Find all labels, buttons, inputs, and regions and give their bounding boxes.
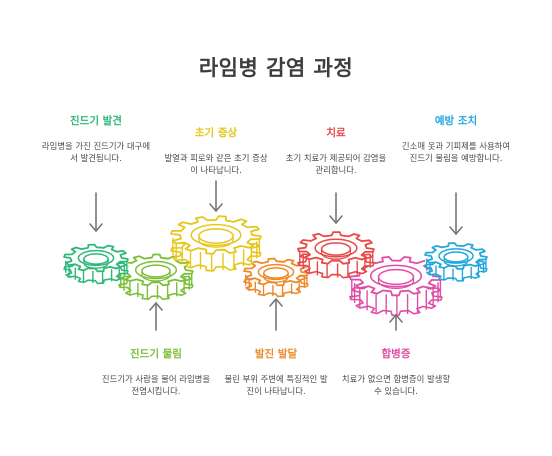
arrow-tick-bite: [149, 301, 163, 331]
stage-desc-complications: 치료가 없으면 합병증이 발생할 수 있습니다.: [341, 374, 451, 396]
arrow-tick-found: [89, 192, 103, 233]
stage-desc-treatment: 초기 치료가 제공되어 감염을 관리합니다.: [285, 153, 387, 175]
stage-desc-tick-found: 라임병을 가진 진드기가 대구에서 발견됩니다.: [41, 141, 151, 163]
stage-desc-rash: 물린 부위 주변에 특징적인 발진이 나타납니다.: [224, 374, 328, 396]
stage-label-complications: 합병증: [381, 348, 411, 360]
stage-desc-prevention: 긴소매 옷과 기피제를 사용하여 진드기 물림을 예방합니다.: [401, 141, 511, 163]
arrow-complications: [389, 313, 403, 331]
diagram-title: 라임병 감염 과정: [198, 56, 354, 80]
stage-label-treatment: 치료: [326, 127, 346, 139]
stage-desc-tick-bite: 진드기가 사람을 물어 라임병을 전염시킵니다.: [101, 374, 211, 396]
gear-prevention: [424, 242, 488, 282]
arrow-treatment: [329, 192, 343, 225]
gear-tick-found: [63, 243, 129, 285]
stage-label-tick-found: 진드기 발견: [70, 115, 122, 127]
stage-desc-early-symptoms: 발열과 피로와 같은 초기 증상이 나타납니다.: [164, 153, 268, 175]
arrow-early-symptoms: [209, 180, 223, 213]
arrows: [89, 180, 463, 331]
arrow-prevention: [449, 192, 463, 236]
stage-label-rash: 발진 발달: [254, 348, 298, 360]
gear-treatment: [297, 231, 375, 279]
stage-label-early-symptoms: 초기 증상: [194, 127, 238, 139]
gear-tick-bite: [118, 253, 194, 301]
gear-early-symptoms: [170, 215, 262, 272]
gear-rash: [243, 257, 309, 298]
stage-label-tick-bite: 진드기 물림: [130, 348, 182, 360]
arrow-rash: [269, 297, 283, 331]
stage-label-prevention: 예방 조치: [434, 115, 478, 127]
